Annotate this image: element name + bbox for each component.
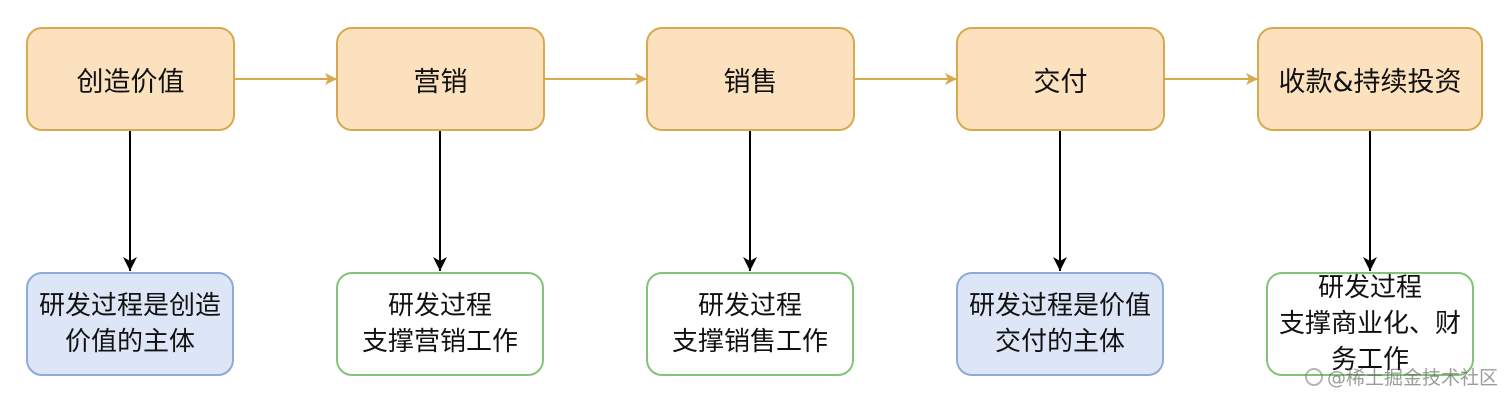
role-box-5: 研发过程 支撑商业化、财 务工作 xyxy=(1266,272,1474,376)
down-arrowhead-1 xyxy=(123,257,137,271)
role-line: 研发过程 xyxy=(697,291,802,321)
role-box-1: 研发过程是创造 价值的主体 xyxy=(26,272,234,376)
stage-label: 交付 xyxy=(1033,66,1088,98)
role-text: 研发过程 支撑营销工作 xyxy=(362,288,518,360)
role-line: 研发过程 xyxy=(387,291,492,321)
stage-box-create-value: 创造价值 xyxy=(26,27,235,131)
down-arrowhead-4 xyxy=(1053,257,1067,271)
stage-box-sales: 销售 xyxy=(646,27,855,131)
down-arrowhead-2 xyxy=(433,257,447,271)
watermark: @稀土掘金技术社区 xyxy=(1304,363,1498,390)
role-box-4: 研发过程是价值 交付的主体 xyxy=(956,272,1164,376)
role-line: 支撑营销工作 xyxy=(361,327,518,357)
role-line: 支撑销售工作 xyxy=(671,327,828,357)
role-line: 支撑商业化、财 xyxy=(1278,309,1461,339)
stage-box-delivery: 交付 xyxy=(956,27,1165,131)
role-box-3: 研发过程 支撑销售工作 xyxy=(646,272,854,376)
watermark-text: @稀土掘金技术社区 xyxy=(1326,367,1498,389)
stage-label: 收款&持续投资 xyxy=(1278,66,1462,98)
stage-label: 销售 xyxy=(723,66,778,98)
role-line: 价值的主体 xyxy=(64,327,195,357)
juejin-logo-icon xyxy=(1304,367,1323,386)
role-box-2: 研发过程 支撑营销工作 xyxy=(336,272,544,376)
stage-label: 营销 xyxy=(413,66,468,98)
role-text: 研发过程 支撑商业化、财 务工作 xyxy=(1279,270,1461,378)
down-arrowhead-3 xyxy=(743,257,757,271)
stage-box-payment-investment: 收款&持续投资 xyxy=(1257,27,1483,131)
stage-box-marketing: 营销 xyxy=(336,27,545,131)
role-line: 研发过程是价值 xyxy=(968,291,1151,321)
role-text: 研发过程 支撑销售工作 xyxy=(672,288,828,360)
down-arrowhead-5 xyxy=(1363,257,1377,271)
stage-label: 创造价值 xyxy=(76,66,185,98)
role-text: 研发过程是创造 价值的主体 xyxy=(39,288,221,360)
role-line: 研发过程是创造 xyxy=(38,291,221,321)
role-line: 务工作 xyxy=(1330,345,1409,375)
role-line: 研发过程 xyxy=(1317,273,1422,303)
role-text: 研发过程是价值 交付的主体 xyxy=(969,288,1151,360)
role-line: 交付的主体 xyxy=(994,327,1125,357)
